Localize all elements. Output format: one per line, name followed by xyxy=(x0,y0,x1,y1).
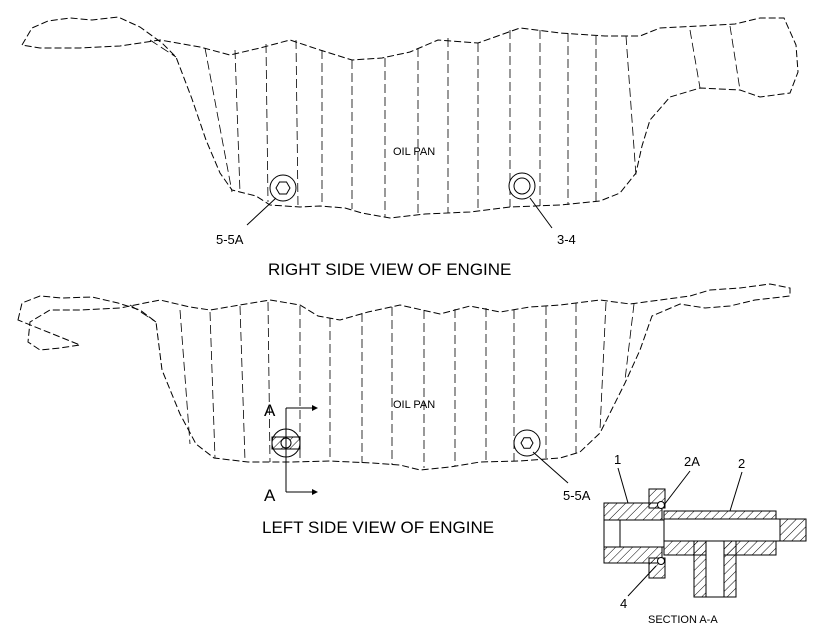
left-oil-pan-outline xyxy=(17,283,791,471)
leader-right-5-5a xyxy=(246,197,277,226)
right-view-caption: RIGHT SIDE VIEW OF ENGINE xyxy=(268,260,511,279)
callout-4: 4 xyxy=(620,596,627,611)
leader-right-3-4 xyxy=(529,197,553,229)
left-drain-plug-5-5a xyxy=(513,429,541,457)
leader-left-5-5a xyxy=(532,451,569,484)
leader-2a xyxy=(663,470,691,506)
left-oil-pan-label: OIL PAN xyxy=(393,399,435,411)
section-cut-line xyxy=(285,405,318,495)
left-pan-ribs xyxy=(129,301,635,468)
leader-1 xyxy=(617,467,629,504)
callout-2a: 2A xyxy=(684,454,700,469)
right-drain-plug-3-4 xyxy=(508,172,536,200)
leader-4 xyxy=(627,565,657,597)
right-oil-pan-outline xyxy=(21,16,799,219)
right-drain-plug-5-5a xyxy=(269,174,297,202)
right-callout-3-4: 3-4 xyxy=(557,232,576,247)
left-view-caption: LEFT SIDE VIEW OF ENGINE xyxy=(262,518,494,537)
section-a-a-view: 1 2A 2 4 SECTION A-A xyxy=(603,452,807,626)
left-side-view: A A OIL PAN 5-5A LEFT SIDE VIEW OF ENGIN… xyxy=(17,283,791,537)
right-side-view: OIL PAN 5-5A 3-4 RIGHT SIDE VIEW OF ENGI… xyxy=(21,16,799,279)
section-caption: SECTION A-A xyxy=(648,614,718,626)
callout-2: 2 xyxy=(738,456,745,471)
left-callout-5-5a: 5-5A xyxy=(563,488,591,503)
right-oil-pan-label: OIL PAN xyxy=(393,146,435,158)
leader-2 xyxy=(729,471,743,512)
right-callout-5-5a: 5-5A xyxy=(216,232,244,247)
callout-1: 1 xyxy=(614,452,621,467)
section-marker-top: A xyxy=(264,401,276,420)
right-pan-ribs xyxy=(149,25,741,217)
pan-wall-section xyxy=(777,518,807,542)
section-marker-bottom: A xyxy=(264,486,276,505)
